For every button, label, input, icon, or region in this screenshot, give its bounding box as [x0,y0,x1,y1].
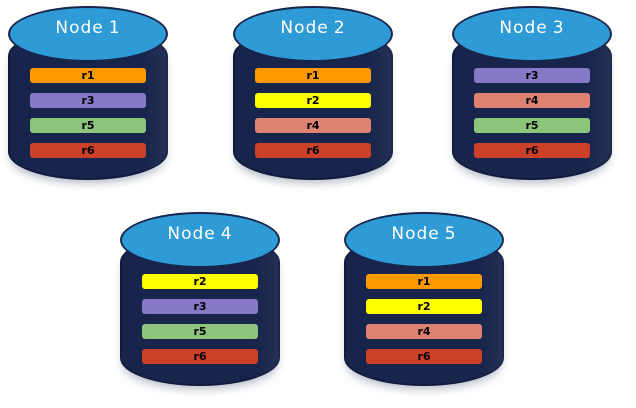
node-2-cylinder-top [233,6,393,62]
node-3-replica-list: r3 r4 r5 r6 [474,68,590,158]
replica-chip[interactable]: r6 [142,349,258,364]
replica-chip[interactable]: r1 [255,68,371,83]
replica-chip[interactable]: r1 [30,68,146,83]
replica-chip[interactable]: r5 [474,118,590,133]
node-5-index: 5 [444,224,457,244]
node-4-replica-list: r2 r3 r5 r6 [142,274,258,364]
node-5-replica-list: r1 r2 r4 r6 [366,274,482,364]
replica-chip[interactable]: r3 [474,68,590,83]
replica-chip[interactable]: r6 [366,349,482,364]
node-1-name: Node [55,18,104,38]
node-1-index: 1 [108,18,121,38]
node-5-cylinder-top [344,212,504,268]
replica-chip[interactable]: r2 [366,299,482,314]
node-5-name: Node [391,224,440,244]
node-3-index: 3 [552,18,565,38]
replica-chip[interactable]: r5 [30,118,146,133]
node-4-index: 4 [220,224,233,244]
replica-chip[interactable]: r1 [366,274,482,289]
replica-chip[interactable]: r3 [30,93,146,108]
node-1-cylinder-top [8,6,168,62]
node-4-cylinder-top [120,212,280,268]
replica-chip[interactable]: r4 [474,93,590,108]
replica-chip[interactable]: r6 [255,143,371,158]
replica-chip[interactable]: r5 [142,324,258,339]
replica-chip[interactable]: r3 [142,299,258,314]
node-3-name: Node [499,18,548,38]
replica-chip[interactable]: r2 [142,274,258,289]
replica-chip[interactable]: r4 [366,324,482,339]
replica-chip[interactable]: r6 [30,143,146,158]
replica-chip[interactable]: r4 [255,118,371,133]
node-2-index: 2 [333,18,346,38]
node-4-name: Node [167,224,216,244]
node-1-replica-list: r1 r3 r5 r6 [30,68,146,158]
node-2-replica-list: r1 r2 r4 r6 [255,68,371,158]
node-3-cylinder-top [452,6,612,62]
node-2-name: Node [280,18,329,38]
replica-chip[interactable]: r2 [255,93,371,108]
replica-chip[interactable]: r6 [474,143,590,158]
